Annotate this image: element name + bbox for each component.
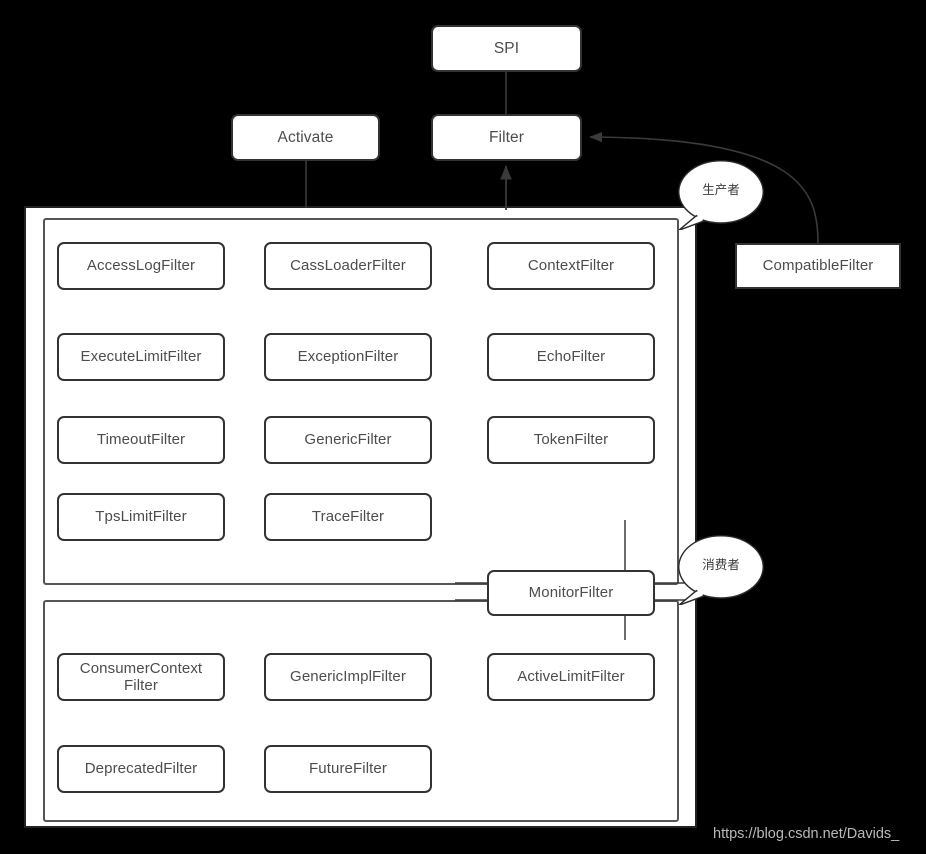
node-compatible-filter[interactable]: CompatibleFilter (735, 243, 901, 289)
node-label: ExecuteLimitFilter (80, 348, 202, 366)
node-label: EchoFilter (536, 348, 606, 366)
node-label: DeprecatedFilter (84, 760, 198, 778)
node-echo-filter[interactable]: EchoFilter (487, 333, 655, 381)
node-context-filter[interactable]: ContextFilter (487, 242, 655, 290)
node-label: Activate (277, 128, 334, 146)
producer-bubble-shape (678, 160, 764, 232)
node-trace-filter[interactable]: TraceFilter (264, 493, 432, 541)
node-label: FutureFilter (309, 760, 387, 778)
node-label: ExceptionFilter (297, 348, 399, 366)
node-deprecated-filter[interactable]: DeprecatedFilter (57, 745, 225, 793)
node-label: Filter (488, 128, 525, 146)
node-label: SPI (493, 39, 520, 57)
node-timeout-filter[interactable]: TimeoutFilter (57, 416, 225, 464)
node-tps-limit-filter[interactable]: TpsLimitFilter (57, 493, 225, 541)
node-token-filter[interactable]: TokenFilter (487, 416, 655, 464)
node-access-log-filter[interactable]: AccessLogFilter (57, 242, 225, 290)
node-spi[interactable]: SPI (431, 25, 582, 72)
node-generic-filter[interactable]: GenericFilter (264, 416, 432, 464)
consumer-bubble-shape (678, 535, 764, 607)
node-activate[interactable]: Activate (231, 114, 380, 161)
node-label: AccessLogFilter (86, 257, 196, 275)
node-generic-impl-filter[interactable]: GenericImplFilter (264, 653, 432, 701)
node-label: GenericFilter (304, 431, 392, 449)
node-execute-limit-filter[interactable]: ExecuteLimitFilter (57, 333, 225, 381)
node-label: ActiveLimitFilter (517, 668, 625, 686)
node-exception-filter[interactable]: ExceptionFilter (264, 333, 432, 381)
node-label: CompatibleFilter (762, 257, 874, 275)
node-label: TimeoutFilter (96, 431, 186, 449)
node-future-filter[interactable]: FutureFilter (264, 745, 432, 793)
node-label: CassLoaderFilter (290, 257, 406, 275)
consumer-bubble: 消费者 (677, 534, 765, 607)
node-monitor-filter[interactable]: MonitorFilter (487, 570, 655, 616)
producer-bubble: 生产者 (677, 159, 765, 232)
node-cass-loader-filter[interactable]: CassLoaderFilter (264, 242, 432, 290)
node-active-limit-filter[interactable]: ActiveLimitFilter (487, 653, 655, 701)
node-label: MonitorFilter (528, 584, 614, 602)
node-filter[interactable]: Filter (431, 114, 582, 161)
node-label: ContextFilter (527, 257, 615, 275)
node-label: TpsLimitFilter (95, 508, 187, 526)
watermark-text: https://blog.csdn.net/Davids_ (713, 826, 900, 842)
node-label: TokenFilter (533, 431, 609, 449)
node-label: TraceFilter (311, 508, 385, 526)
node-label: GenericImplFilter (290, 668, 406, 686)
